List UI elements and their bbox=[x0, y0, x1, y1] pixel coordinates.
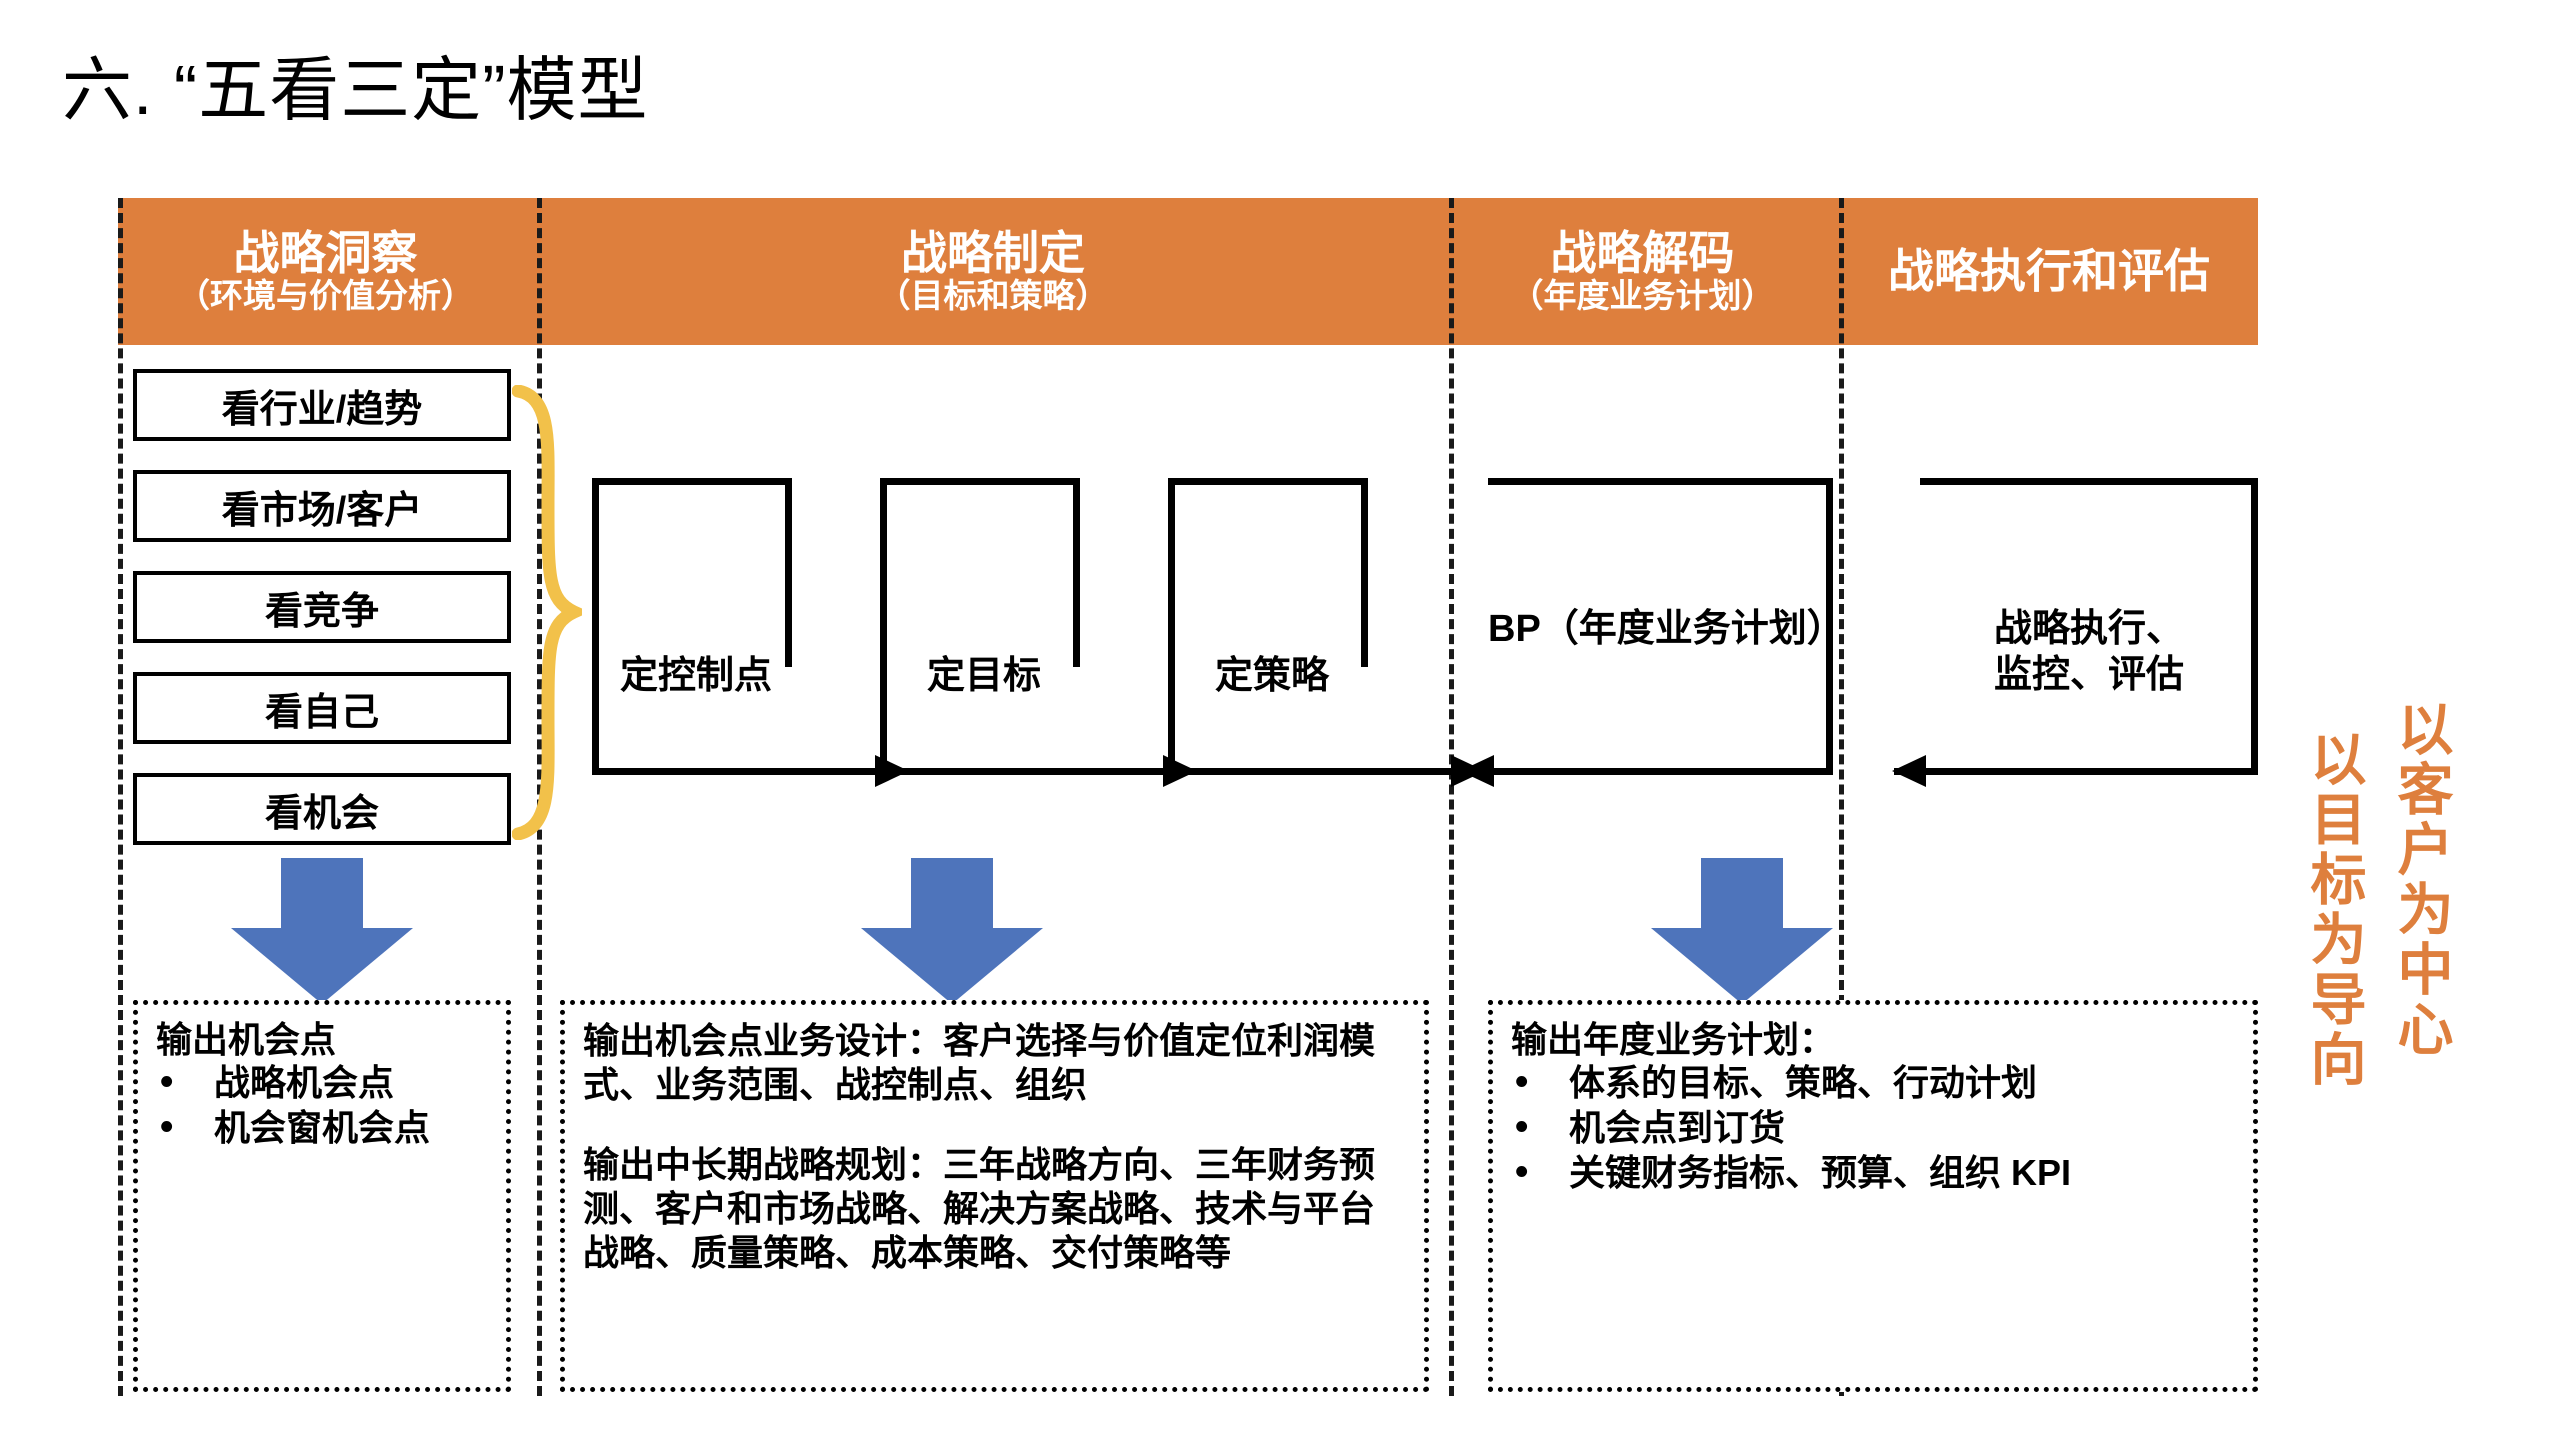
output-arrow-decoding-head bbox=[1651, 928, 1833, 1004]
step-box-bp-top-edge bbox=[1488, 478, 1833, 485]
step-box-goal-right-edge bbox=[1073, 478, 1080, 667]
step-box-goal[interactable]: 定目标 bbox=[880, 478, 1080, 775]
step-box-control-point-bottom-edge bbox=[592, 768, 792, 775]
phase-header-band: 战略洞察 （环境与价值分析） 战略制定 （目标和策略） 战略解码 （年度业务计划… bbox=[118, 198, 2258, 345]
step-box-goal-top-edge bbox=[880, 478, 1080, 485]
step-box-control-point-top-edge bbox=[592, 478, 792, 485]
list-item: 机会点到订货 bbox=[1511, 1104, 2235, 1151]
list-item: 体系的目标、策略、行动计划 bbox=[1511, 1059, 2235, 1106]
look-box-market-label: 看市场/客户 bbox=[221, 489, 423, 532]
step-box-control-point-label: 定控制点 bbox=[619, 655, 772, 697]
column-divider-left bbox=[118, 198, 123, 1396]
slogan-customer-centric: 以客户为中心 bbox=[2390, 700, 2453, 1060]
look-box-opportunity[interactable]: 看机会 bbox=[133, 773, 511, 845]
list-item: 战略机会点 bbox=[156, 1059, 488, 1106]
column-divider-3 bbox=[1839, 198, 1844, 1396]
step-box-control-point[interactable]: 定控制点 bbox=[592, 478, 792, 775]
step-box-bp-label: BP（年度业务计划） bbox=[1488, 608, 1845, 650]
list-item: 关键财务指标、预算、组织 KPI bbox=[1511, 1149, 2235, 1196]
step-box-goal-bottom-edge bbox=[880, 768, 1080, 775]
look-box-market[interactable]: 看市场/客户 bbox=[133, 470, 511, 542]
page-title: 六. “五看三定”模型 bbox=[62, 51, 649, 129]
look-box-self[interactable]: 看自己 bbox=[133, 672, 511, 744]
phase-header-decoding: 战略解码 （年度业务计划） bbox=[1450, 198, 1835, 345]
step-box-strategy-top-edge bbox=[1168, 478, 1368, 485]
phase-header-formulation-subtitle: （目标和策略） bbox=[877, 277, 1109, 315]
phase-header-decoding-title: 战略解码 bbox=[1550, 226, 1735, 279]
output-arrow-insight-shaft bbox=[281, 858, 363, 930]
look-box-competition[interactable]: 看竞争 bbox=[133, 571, 511, 643]
feedback-arrow-execution-icon bbox=[1892, 755, 1926, 787]
step-box-execution-right-edge bbox=[2251, 478, 2258, 775]
phase-header-formulation-title: 战略制定 bbox=[901, 226, 1085, 279]
phase-header-execution-title: 战略执行和评估 bbox=[1888, 245, 2210, 298]
step-box-goal-left-edge bbox=[880, 478, 887, 775]
column-divider-2 bbox=[1449, 198, 1454, 1396]
phase-header-insight: 战略洞察 （环境与价值分析） bbox=[118, 198, 533, 345]
output-box-decoding-list: 体系的目标、策略、行动计划 机会点到订货 关键财务指标、预算、组织 KPI bbox=[1511, 1059, 2235, 1196]
step-box-bp[interactable]: BP（年度业务计划） bbox=[1488, 478, 1845, 775]
step-box-execution-top-edge bbox=[1920, 478, 2258, 485]
output-box-insight-title: 输出机会点 bbox=[156, 1019, 337, 1060]
grouping-brace-icon bbox=[511, 384, 590, 841]
output-arrow-decoding-shaft bbox=[1701, 858, 1783, 930]
step-box-bp-right-edge bbox=[1826, 478, 1833, 775]
slogan-goal-oriented: 以目标为导向 bbox=[2303, 730, 2366, 1090]
look-box-industry-label: 看行业/趋势 bbox=[221, 388, 423, 431]
list-item: 机会窗机会点 bbox=[156, 1104, 488, 1151]
phase-header-insight-title: 战略洞察 bbox=[233, 226, 418, 279]
output-box-insight: 输出机会点 战略机会点 机会窗机会点 bbox=[133, 1000, 511, 1392]
step-box-execution-label: 战略执行、 监控、评估 bbox=[1920, 606, 2258, 699]
step-box-bp-bottom-edge bbox=[1488, 768, 1833, 775]
phase-header-insight-subtitle: （环境与价值分析） bbox=[177, 277, 474, 315]
phase-header-formulation: 战略制定 （目标和策略） bbox=[538, 198, 1448, 345]
look-box-self-label: 看自己 bbox=[264, 691, 379, 734]
step-box-goal-label: 定目标 bbox=[926, 655, 1041, 697]
look-box-opportunity-label: 看机会 bbox=[264, 792, 379, 835]
phase-header-decoding-subtitle: （年度业务计划） bbox=[1510, 277, 1775, 315]
output-box-formulation-para2: 输出中长期战略规划：三年战略方向、三年财务预测、客户和市场战略、解决方案战略、技… bbox=[583, 1143, 1376, 1273]
step-box-strategy-left-edge bbox=[1168, 478, 1175, 775]
output-arrow-decoding-icon bbox=[1651, 858, 1833, 1004]
output-arrow-insight-icon bbox=[231, 858, 413, 1004]
step-box-strategy-right-edge bbox=[1361, 478, 1368, 667]
step-box-execution-line2: 监控、评估 bbox=[1993, 654, 2184, 697]
step-box-strategy-label: 定策略 bbox=[1214, 655, 1329, 697]
output-box-formulation-para1: 输出机会点业务设计：客户选择与价值定位利润模式、业务范围、战控制点、组织 bbox=[583, 1020, 1376, 1105]
step-box-strategy[interactable]: 定策略 bbox=[1168, 478, 1368, 775]
output-arrow-formulation-shaft bbox=[911, 858, 993, 930]
step-box-execution-line1: 战略执行、 bbox=[1993, 608, 2184, 650]
phase-header-execution: 战略执行和评估 bbox=[1840, 198, 2258, 345]
output-box-decoding: 输出年度业务计划： 体系的目标、策略、行动计划 机会点到订货 关键财务指标、预算… bbox=[1488, 1000, 2258, 1392]
step-box-execution-bottom-edge bbox=[1920, 768, 2258, 775]
step-box-control-point-right-edge bbox=[785, 478, 792, 667]
feedback-arrow-bp-icon bbox=[1460, 755, 1494, 787]
step-box-strategy-bottom-edge bbox=[1168, 768, 1368, 775]
output-box-insight-list: 战略机会点 机会窗机会点 bbox=[156, 1059, 488, 1151]
output-arrow-formulation-icon bbox=[861, 858, 1043, 1004]
output-box-formulation: 输出机会点业务设计：客户选择与价值定位利润模式、业务范围、战控制点、组织 输出中… bbox=[560, 1000, 1429, 1392]
look-box-industry[interactable]: 看行业/趋势 bbox=[133, 369, 511, 441]
output-arrow-formulation-head bbox=[861, 928, 1043, 1004]
step-box-control-point-left-edge bbox=[592, 478, 599, 775]
step-box-execution[interactable]: 战略执行、 监控、评估 bbox=[1920, 478, 2258, 775]
look-box-competition-label: 看竞争 bbox=[264, 590, 379, 633]
output-arrow-insight-head bbox=[231, 928, 413, 1004]
output-box-decoding-title: 输出年度业务计划： bbox=[1511, 1019, 1836, 1060]
